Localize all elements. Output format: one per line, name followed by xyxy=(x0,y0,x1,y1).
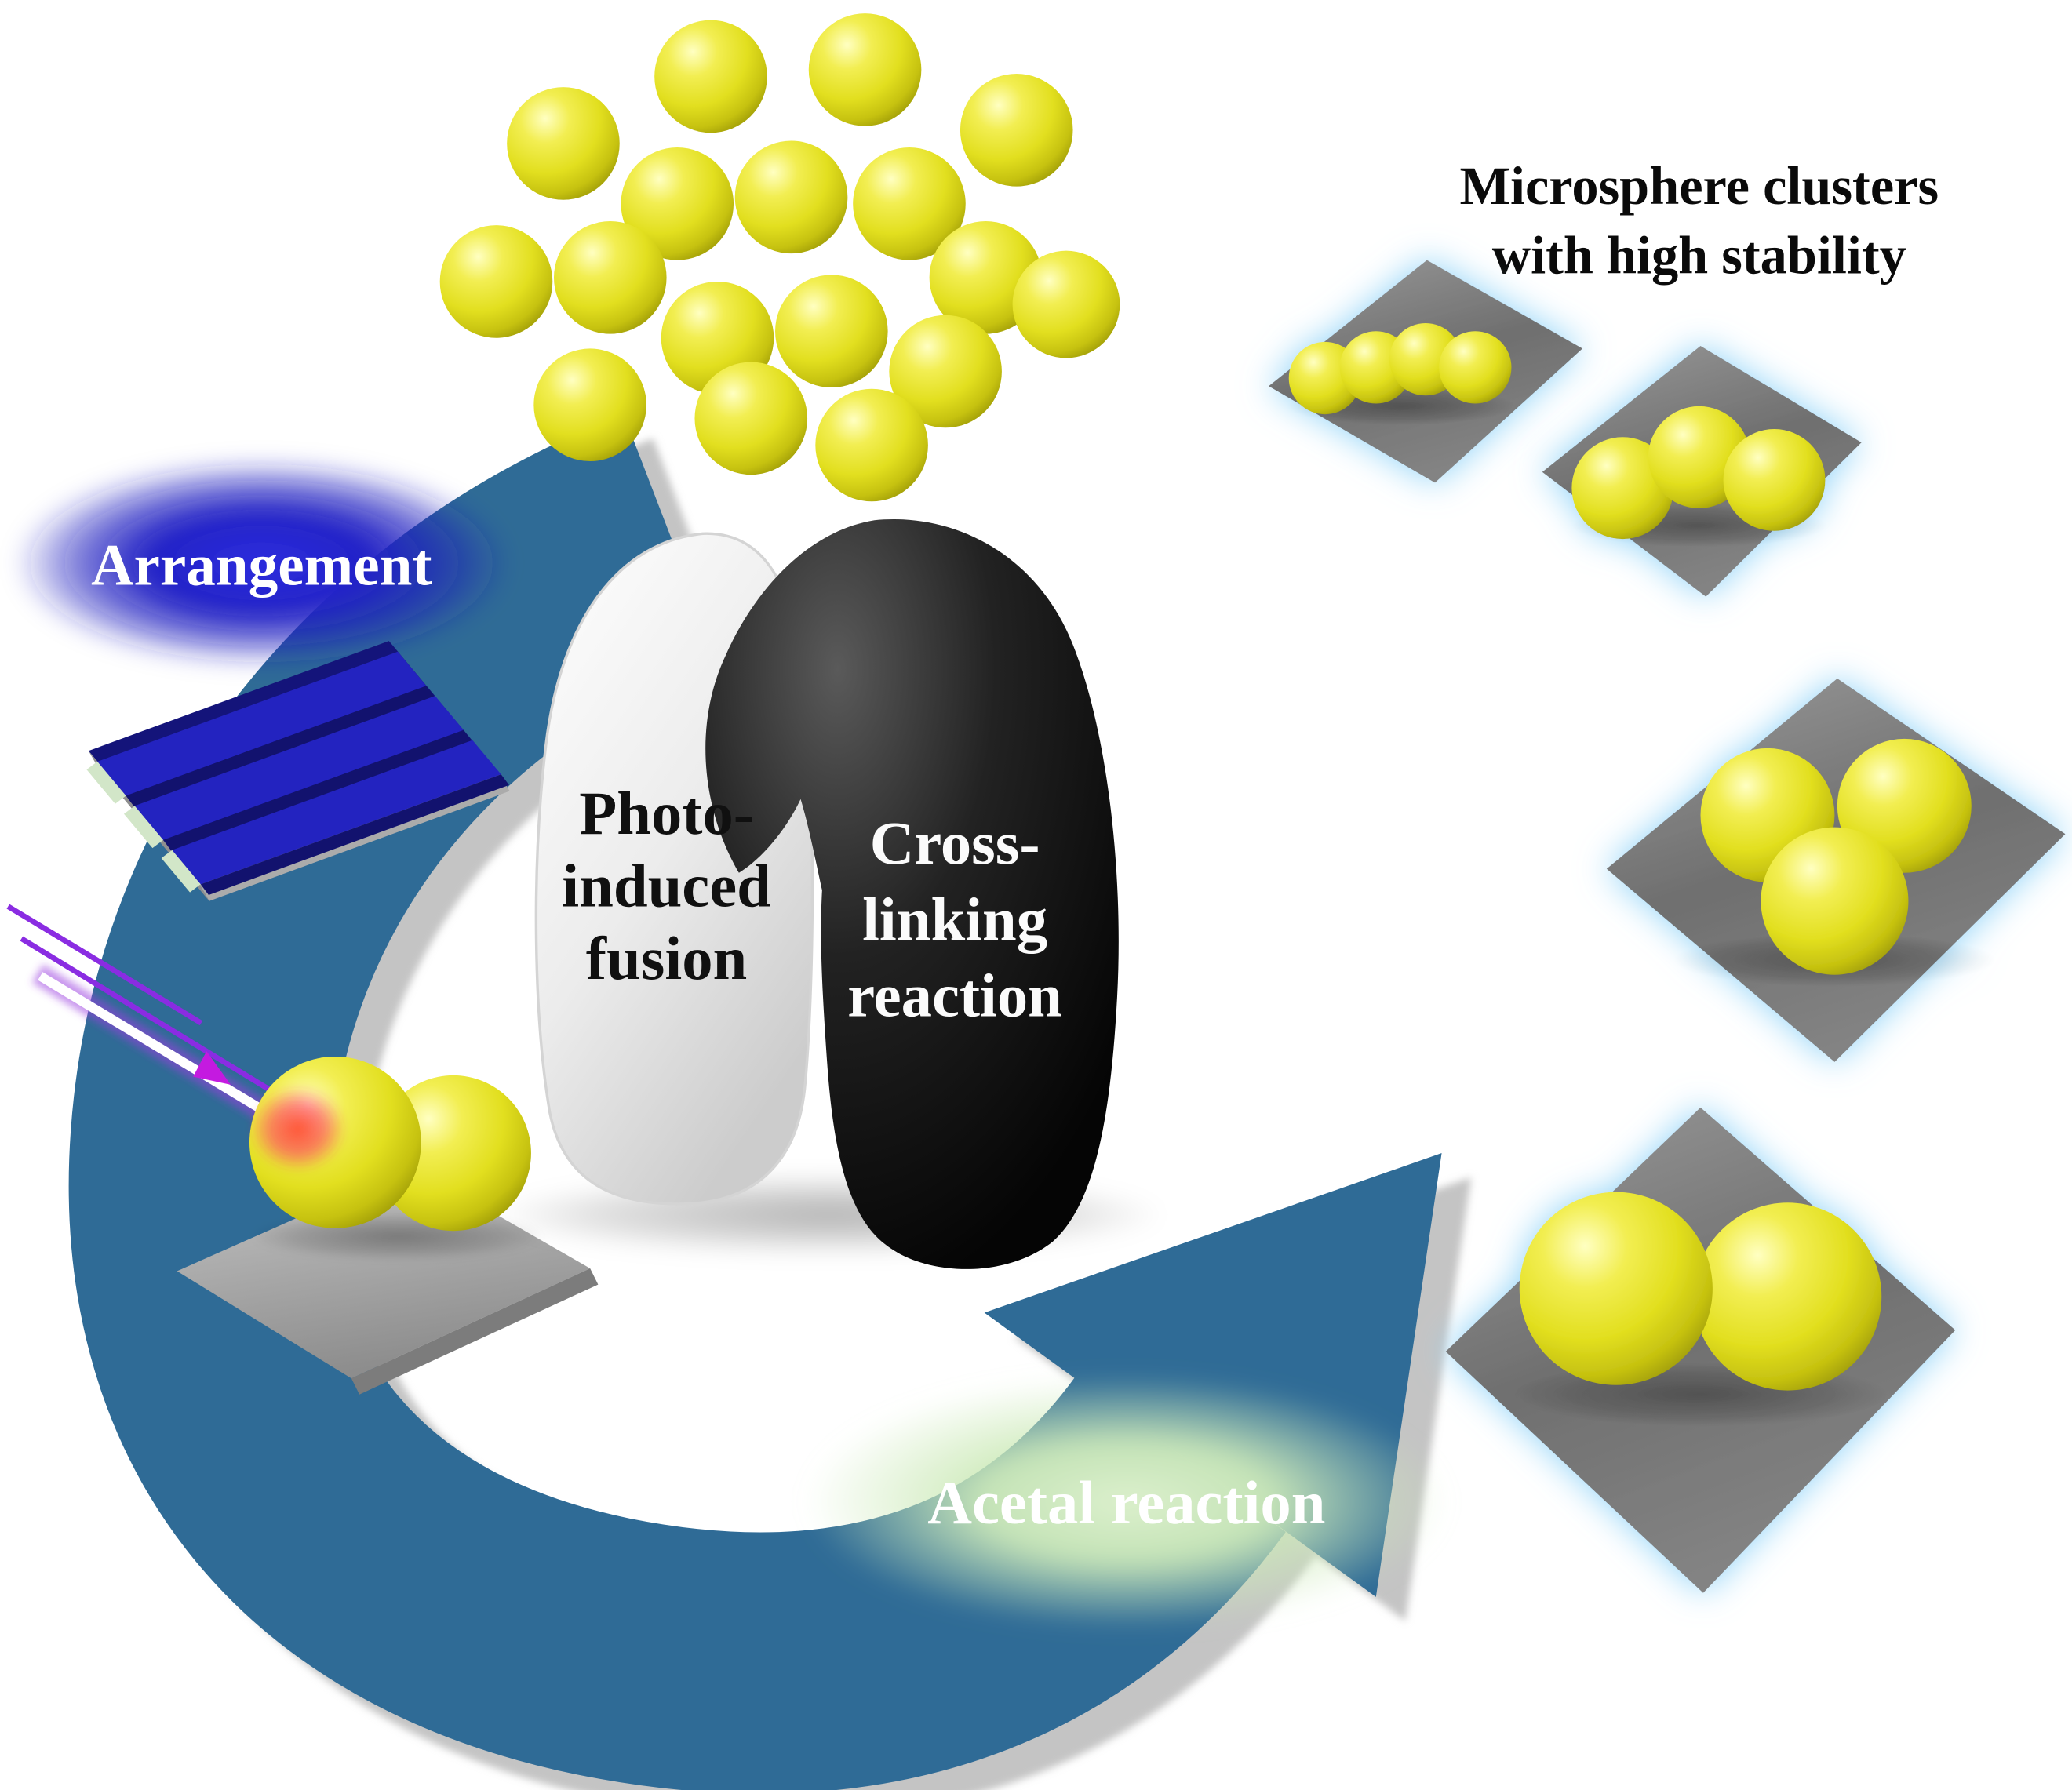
template-ridge-cap xyxy=(86,761,126,804)
acetal-step: Acetal reaction xyxy=(804,1374,1449,1629)
template-ridge-side xyxy=(200,774,509,895)
microsphere-suspension xyxy=(439,13,1120,502)
microsphere xyxy=(1012,250,1120,358)
fusion-plate-edge xyxy=(351,1268,599,1395)
laser-beam-thin xyxy=(20,936,287,1102)
cluster-microsphere xyxy=(1693,1202,1882,1391)
microsphere xyxy=(621,147,734,260)
template-ridge xyxy=(97,651,427,796)
template-ridge-cap xyxy=(123,806,164,849)
cluster-microsphere xyxy=(1571,437,1674,540)
microsphere xyxy=(808,13,922,126)
microsphere xyxy=(507,87,620,200)
cluster-microsphere xyxy=(1439,331,1512,404)
laser-arrow-tip xyxy=(193,1051,231,1085)
microsphere xyxy=(553,221,667,334)
result-title: Microsphere clusters with high stability xyxy=(1459,156,1939,286)
microsphere xyxy=(439,225,553,338)
template-ridge-cap xyxy=(161,850,201,893)
svg-text:reaction: reaction xyxy=(847,962,1062,1031)
cluster-microsphere xyxy=(1723,428,1826,531)
black-figure xyxy=(705,519,1119,1269)
cluster-plate-dimer xyxy=(1445,1107,1956,1593)
template-ridge-side xyxy=(163,729,472,851)
microsphere xyxy=(889,315,1002,428)
arrangement-label: Arrangement xyxy=(91,533,432,598)
cluster-plate-trimer-row xyxy=(1542,346,1862,597)
laser-impact-glow xyxy=(249,1086,347,1172)
microsphere xyxy=(694,362,808,475)
cluster-plate-tetramer xyxy=(1269,260,1583,483)
microsphere xyxy=(853,147,966,260)
laser-beam-thin xyxy=(6,904,203,1026)
arrangement-step: Arrangement xyxy=(13,458,510,901)
arrangement-glow xyxy=(13,458,510,668)
acetal-label: Acetal reaction xyxy=(927,1469,1325,1537)
svg-text:Photo-: Photo- xyxy=(579,780,754,848)
microsphere xyxy=(815,388,928,502)
template-ridge xyxy=(134,696,464,840)
cluster-microsphere xyxy=(1761,827,1909,975)
result-title-line2: with high stability xyxy=(1492,226,1906,286)
microsphere xyxy=(960,74,1073,187)
microsphere xyxy=(533,348,646,462)
result-title-line1: Microsphere clusters xyxy=(1459,156,1939,216)
cluster-plates xyxy=(1269,260,2066,1593)
laser-step xyxy=(6,904,599,1395)
microsphere xyxy=(775,275,888,388)
photo-fusion-label: Photo- induced fusion xyxy=(562,780,771,993)
microsphere xyxy=(734,140,848,254)
plate-face xyxy=(1445,1107,1956,1593)
svg-text:induced: induced xyxy=(562,853,771,921)
svg-text:fusion: fusion xyxy=(586,925,747,993)
center-figures: Photo- induced fusion Cross- linking rea… xyxy=(490,519,1167,1269)
template-ridge xyxy=(172,740,501,885)
cluster-plate-trimer-triangle xyxy=(1606,678,2066,1062)
svg-text:linking: linking xyxy=(862,886,1047,954)
template-ridge-side xyxy=(126,686,435,807)
groove-template xyxy=(86,641,510,901)
acetal-glow xyxy=(804,1374,1449,1629)
microsphere xyxy=(654,20,767,133)
cluster-microsphere xyxy=(1519,1192,1713,1385)
crosslinking-label: Cross- linking reaction xyxy=(847,810,1062,1031)
svg-text:Cross-: Cross- xyxy=(870,810,1040,878)
